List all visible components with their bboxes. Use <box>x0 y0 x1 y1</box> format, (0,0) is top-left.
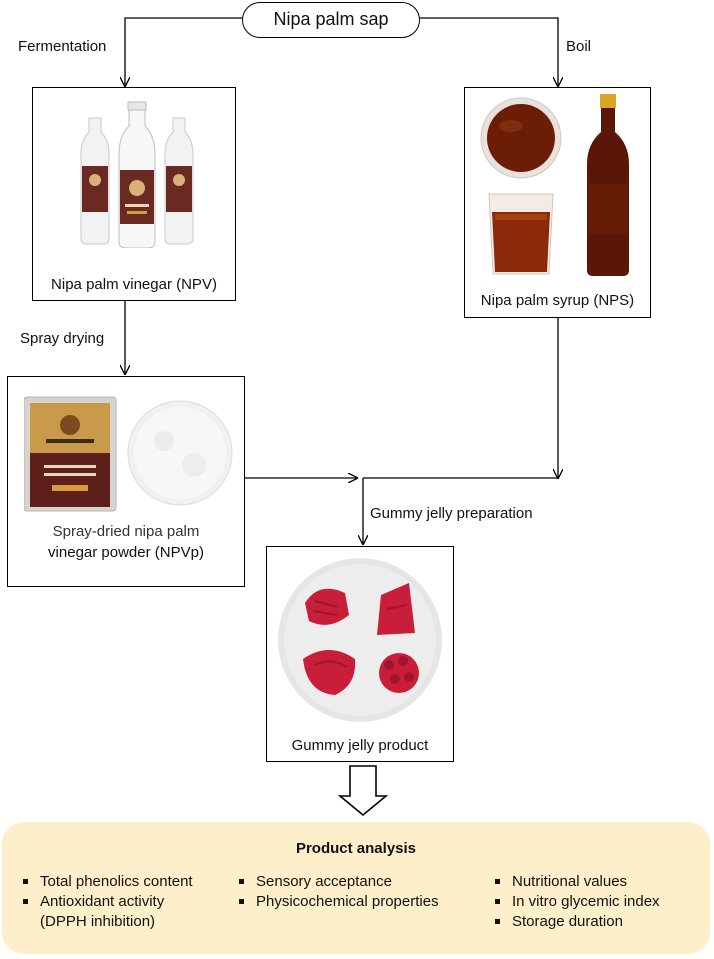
nps-box: Nipa palm syrup (NPS) <box>464 87 651 318</box>
start-node-label: Nipa palm sap <box>273 9 389 29</box>
syrup-image <box>480 94 629 276</box>
gummy-jelly-image <box>278 558 442 722</box>
gummy-box: Gummy jelly product <box>266 546 454 762</box>
arrow-sap-to-nps <box>420 17 558 86</box>
analysis-item: Antioxidant activity <box>20 892 193 912</box>
step-label-fermentation: Fermentation <box>18 38 107 55</box>
npvp-box: Spray-dried nipa palm vinegar powder (NP… <box>7 376 245 587</box>
product-analysis-title: Product analysis <box>295 840 417 857</box>
step-label-spray-drying: Spray drying <box>20 330 105 347</box>
npvp-caption-line1: Spray-dried nipa palm <box>52 523 200 540</box>
npv-caption: Nipa palm vinegar (NPV) <box>51 276 217 293</box>
product-analysis-panel: Product analysis Total phenolics content… <box>2 822 710 954</box>
analysis-item: Total phenolics content <box>20 872 193 892</box>
vinegar-powder-image <box>24 396 233 512</box>
npv-box: Nipa palm vinegar (NPV) <box>32 87 236 301</box>
hollow-arrow-to-analysis <box>337 765 389 817</box>
gummy-caption: Gummy jelly product <box>291 737 429 754</box>
analysis-column-3: Nutritional values In vitro glycemic ind… <box>492 872 660 932</box>
analysis-item: Sensory acceptance <box>236 872 439 892</box>
analysis-item: In vitro glycemic index <box>492 892 660 912</box>
start-node: Nipa palm sap <box>242 2 420 38</box>
analysis-item: Storage duration <box>492 912 660 932</box>
arrow-sap-to-npv <box>125 17 242 86</box>
analysis-item: Physicochemical properties <box>236 892 439 912</box>
analysis-item: Nutritional values <box>492 872 660 892</box>
step-label-gummy-preparation: Gummy jelly preparation <box>370 505 533 522</box>
analysis-item-continuation: (DPPH inhibition) <box>40 913 156 930</box>
npvp-caption-line2: vinegar powder (NPVp) <box>48 544 204 561</box>
step-label-boil: Boil <box>566 38 592 55</box>
analysis-column-1: Total phenolics content Antioxidant acti… <box>20 872 193 932</box>
nps-caption: Nipa palm syrup (NPS) <box>480 292 635 309</box>
analysis-column-2: Sensory acceptance Physicochemical prope… <box>236 872 439 912</box>
vinegar-bottles-image <box>80 101 194 248</box>
